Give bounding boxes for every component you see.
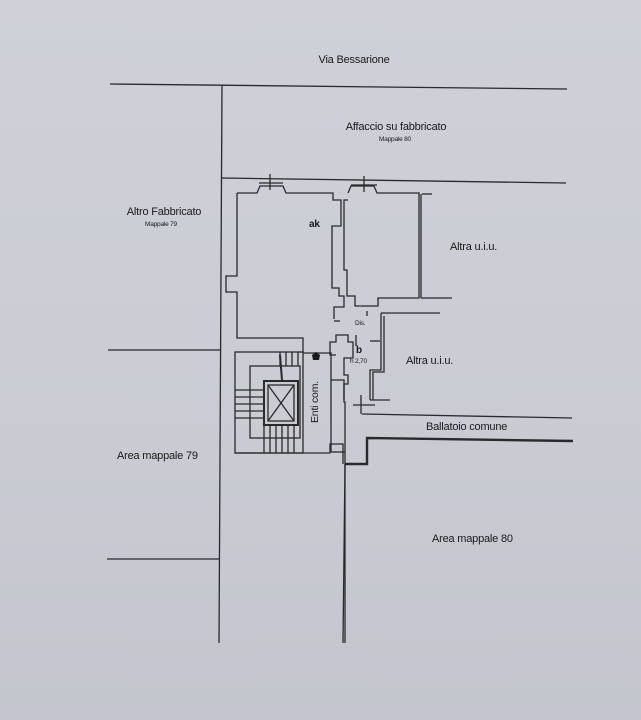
facade-line [221,177,567,184]
north-area-title: Affaccio su fabbricato [345,121,447,133]
area-79-label: Area mappale 79 [117,450,198,462]
room-2-wall [343,185,420,307]
room-ak-west-wall [225,193,304,353]
neighbor-unit-lower-label: Altra u.i.u. [406,355,454,367]
ballatoio-upper-line [361,413,573,419]
west-building-subtitle: Mappale 79 [145,221,177,228]
common-entity-label: Enti com. [309,381,321,423]
room-b-label: b [356,345,362,356]
boundary-80-west [342,463,346,644]
elevator-shaft [263,380,299,426]
area-80-label: Area mappale 80 [432,533,513,545]
enti-com-wall [303,352,346,643]
north-area-subtitle: Mappale 80 [379,136,411,143]
gallery-label: Ballatoio comune [426,421,508,433]
street-line [109,83,568,90]
room-ak-wall [237,185,345,319]
room-b-height: h 2,70 [350,358,367,365]
room-b-west-wall [329,334,354,400]
boundary-west [218,84,223,644]
room-ak-label: ak [309,219,320,230]
west-building-title: Altro Fabbricato [126,206,202,218]
dis-label: Dis. [355,320,366,327]
entrance-marker-icon [312,352,320,360]
street-label: Via Bessarione [318,54,390,66]
neighbor-unit-upper-label: Altra u.i.u. [450,241,498,253]
ballatoio-lower-wall [345,436,574,466]
room-b-east-wall [369,312,440,400]
